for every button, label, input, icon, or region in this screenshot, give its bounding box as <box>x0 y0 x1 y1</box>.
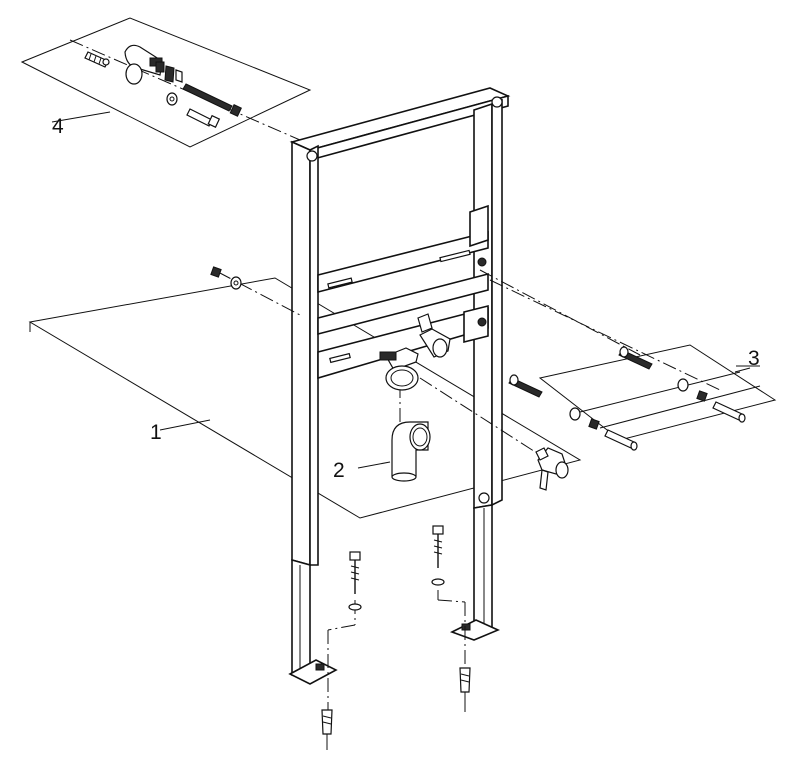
callout-3: 3 <box>748 347 760 370</box>
callout-2: 2 <box>333 459 345 482</box>
bolt-part <box>186 108 221 129</box>
bracket-part <box>124 44 165 85</box>
callout-1: 1 <box>150 421 162 444</box>
callout-4: 4 <box>52 115 64 138</box>
wall-bracket-kit-panel <box>20 17 316 149</box>
angle-valve-separate <box>535 447 569 491</box>
nut-lower <box>588 418 600 430</box>
sleeve-lower <box>604 429 638 451</box>
floor-anchor-left <box>321 551 362 750</box>
floor-anchor-right <box>431 525 471 712</box>
frame-plane-panel <box>28 277 582 519</box>
washer-part <box>166 92 178 106</box>
pipe-elbow-part-2 <box>357 421 431 482</box>
bolt-kit-panel <box>508 344 777 451</box>
nut-washer-left <box>210 266 242 290</box>
sleeve-upper <box>712 401 746 423</box>
threaded-rod-upper <box>618 346 653 370</box>
threaded-rod-lower <box>508 374 543 398</box>
installation-frame <box>288 87 511 685</box>
wall-plug-part <box>84 51 110 68</box>
clip-part <box>164 65 183 83</box>
pipe-elbow-mounted <box>379 347 419 391</box>
nut-upper <box>696 390 708 402</box>
threaded-rod-part <box>182 83 242 117</box>
washer-upper <box>677 378 689 392</box>
washer-lower <box>569 407 581 421</box>
angle-valve-mounted <box>417 313 451 358</box>
